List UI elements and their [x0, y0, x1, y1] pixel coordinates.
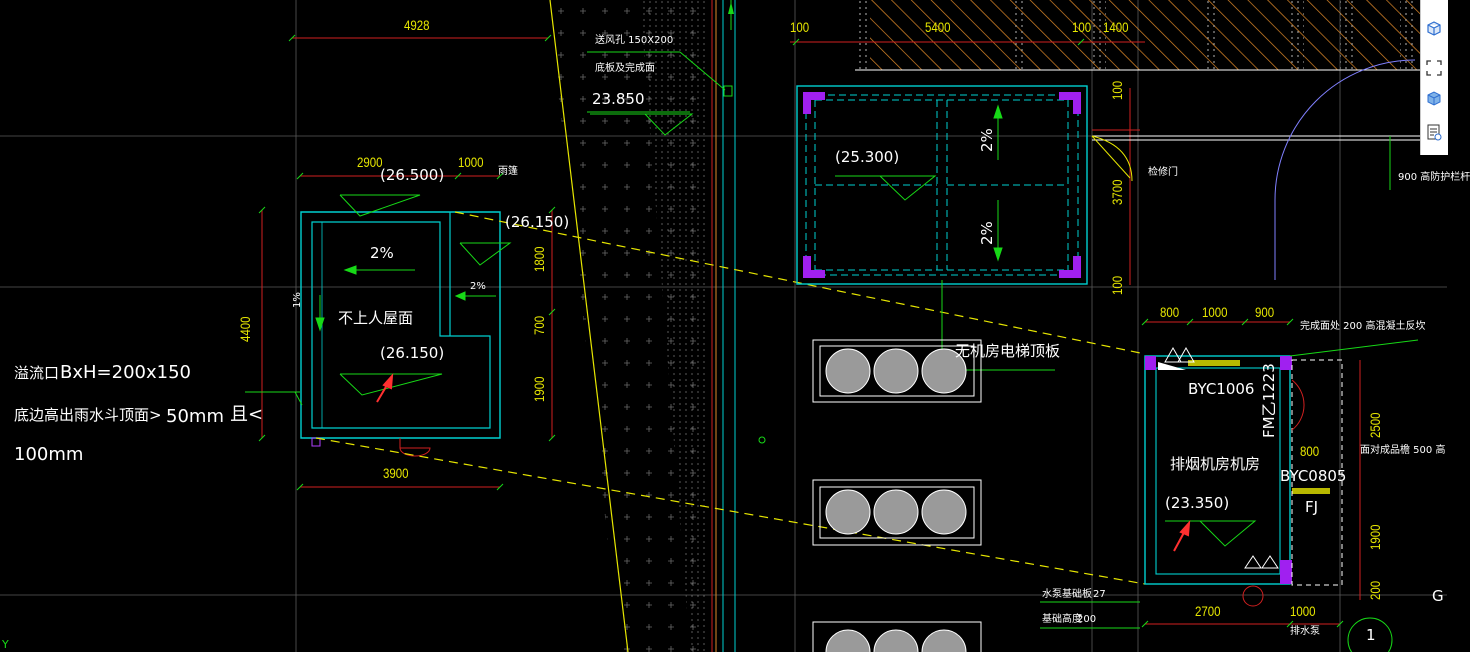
slope-1pct: 1%	[292, 292, 303, 308]
yellow-dashed-lines	[315, 211, 1146, 585]
axis-bubble-1	[1347, 617, 1393, 652]
label-duct-b: 底板及完成面	[595, 63, 655, 74]
dim-top-100a: 100	[790, 19, 810, 35]
fan-room	[1144, 339, 1419, 607]
dim-2900: 2900	[357, 154, 383, 170]
dim-900: 900	[1255, 304, 1275, 320]
leader-lines	[587, 51, 1140, 629]
dim-2700: 2700	[1195, 603, 1221, 619]
dim-3900: 3900	[383, 465, 409, 481]
slope-2pct-a: 2%	[370, 244, 394, 262]
dim-1000a: 1000	[1202, 304, 1228, 320]
label-elevator-slab: 无机房电梯顶板	[955, 342, 1061, 360]
label-overflow-title: 溢流口	[14, 364, 60, 382]
label-overflow-note-b: 50mm	[166, 406, 224, 427]
top-hatch-band	[855, 0, 1420, 71]
dim-top-4928: 4928	[404, 17, 430, 33]
fan-units	[812, 339, 982, 652]
elev-23-850: 23.850	[592, 90, 645, 108]
dim-100d: 100	[1109, 275, 1125, 295]
shaded-view-icon[interactable]	[1424, 88, 1444, 108]
elev-26-150b: (26.150)	[380, 344, 445, 362]
slope-2pct-c: 2%	[978, 128, 996, 152]
door-swing	[1091, 59, 1420, 280]
dim-1000b: 1000	[1290, 603, 1316, 619]
dim-800b: 800	[1300, 443, 1320, 459]
label-fan-room: 排烟机房机房	[1170, 455, 1261, 473]
dim-800a: 800	[1160, 304, 1180, 320]
dim-700: 700	[531, 315, 547, 335]
label-base-a: 水泵基础板	[1042, 589, 1092, 600]
label-duct-a: 送风孔 150X200	[595, 35, 674, 46]
label-base-d: 27	[1093, 589, 1106, 600]
label-door-byc0805: BYC0805	[1280, 467, 1347, 485]
dimension-ticks	[258, 34, 1344, 628]
nav-toolbar	[1420, 0, 1448, 155]
label-base-b: 基础高度	[1042, 614, 1082, 625]
layer-properties-icon[interactable]	[1424, 122, 1444, 142]
label-pump: 排水泵	[1290, 626, 1320, 637]
elevator-shaft	[796, 85, 1088, 371]
label-overflow-note-c: 且<	[230, 404, 264, 425]
label-base-c: 200	[1077, 614, 1097, 625]
dim-top-5400: 5400	[925, 19, 951, 35]
label-hatch: 检修门	[1148, 167, 1178, 178]
label-overflow-note-d: 100mm	[14, 444, 84, 465]
label-fj: FJ	[1305, 498, 1319, 516]
cube-icon[interactable]	[1424, 18, 1444, 38]
label-door-fm: FM乙1223	[1260, 363, 1278, 438]
slope-arrows-shaft	[993, 104, 1003, 262]
dim-2500: 2500	[1367, 412, 1383, 438]
dim-1800: 1800	[531, 246, 547, 272]
elev-23-350: (23.350)	[1165, 494, 1230, 512]
slope-2pct-b: 2%	[470, 281, 486, 292]
slope-2pct-d: 2%	[978, 221, 996, 245]
elev-26-150a: (26.150)	[505, 213, 570, 231]
shaft-lines	[711, 0, 736, 652]
axis-label-g: G	[1432, 587, 1444, 605]
dim-100c: 100	[1109, 80, 1125, 100]
label-overflow-note-a: 底边高出雨水斗顶面>	[14, 406, 162, 424]
label-overflow-size: BxH=200x150	[60, 362, 191, 383]
dim-1000: 1000	[458, 154, 484, 170]
yellow-slope-line	[549, 0, 629, 652]
dim-4400: 4400	[237, 316, 253, 342]
elev-25-300: (25.300)	[835, 148, 900, 166]
dim-top-1400: 1400	[1103, 19, 1129, 35]
left-roof-room	[245, 211, 501, 457]
label-curb-note: 面对成品檐 500 高	[1360, 445, 1446, 456]
label-roof: 不上人屋面	[338, 309, 414, 327]
red-arrows	[376, 373, 1191, 552]
dim-top-100b: 100	[1072, 19, 1092, 35]
dim-200: 200	[1367, 580, 1383, 600]
dim-1900: 1900	[531, 376, 547, 402]
ucs-y-label: Y	[2, 638, 9, 651]
label-door-byc1006: BYC1006	[1188, 380, 1255, 398]
elev-26-500: (26.500)	[380, 166, 445, 184]
elevation-markers	[339, 113, 1257, 547]
dim-3700: 3700	[1109, 179, 1125, 205]
axis-label-1: 1	[1366, 626, 1376, 644]
label-finish-note: 完成面处 200 高混凝土反坎	[1300, 321, 1426, 332]
dot-hatch-strip	[640, 0, 708, 652]
label-canopy: 雨篷	[498, 166, 518, 177]
zoom-extents-icon[interactable]	[1424, 58, 1444, 78]
dim-1900b: 1900	[1367, 524, 1383, 550]
slope-arrows-left	[315, 265, 496, 332]
label-rail: 900 高防护栏杆	[1398, 172, 1470, 183]
dimension-lines	[261, 37, 1361, 625]
